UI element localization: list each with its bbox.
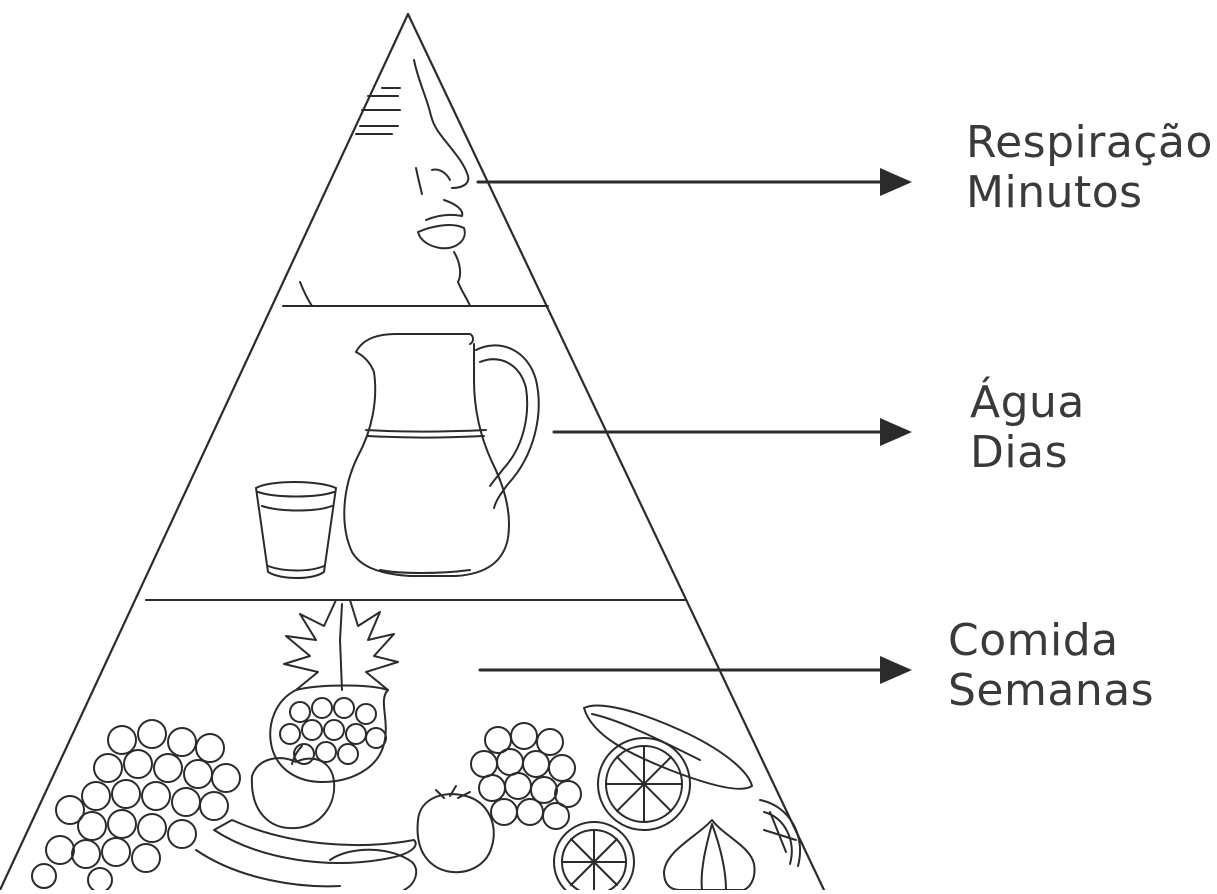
arrow-top [476,168,912,196]
level-label-water: Água Dias [970,378,1085,478]
fruits-vegetables-illustration [31,599,801,894]
level-label-breathing: Respiração Minutos [966,118,1213,218]
level-duration-breathing: Minutos [966,167,1143,218]
level-name-breathing: Respiração [966,117,1213,168]
face-profile-illustration [299,59,471,307]
level-name-food: Comida [948,615,1119,666]
level-duration-water: Dias [970,427,1068,478]
arrow-bottom [478,656,912,684]
pyramid-outline [0,12,826,892]
water-pitcher-illustration [343,333,540,577]
water-glass-illustration [255,481,337,579]
level-duration-food: Semanas [948,665,1155,716]
level-name-water: Água [970,377,1085,428]
level-label-food: Comida Semanas [948,616,1154,716]
arrow-middle [552,418,912,446]
